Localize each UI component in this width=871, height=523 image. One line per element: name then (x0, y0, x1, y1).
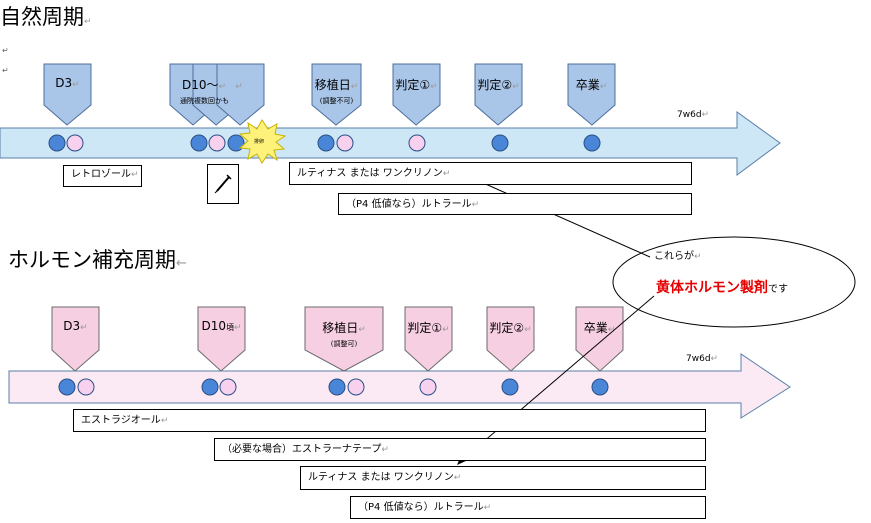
tag-graduation: 卒業↵ (575, 78, 608, 92)
tag-graduation-hormone: 卒業↵ (583, 321, 616, 335)
dot-blue (58, 378, 76, 396)
dot-pink (77, 378, 95, 396)
timeline-arrow-natural (0, 111, 781, 176)
tag-judge2: 判定②↵ (477, 78, 520, 92)
tag-shape-d3-2 (51, 306, 100, 372)
tag-transfer-day-hormone: 移植日↵ (調整可) (322, 321, 366, 348)
callout-line1: これらが↵ (654, 251, 702, 262)
dot-blue (317, 134, 335, 152)
tag-d3-hormone: D3↵ (63, 319, 88, 333)
tag-shape-d10-2 (197, 306, 246, 372)
dot-blue (227, 134, 245, 152)
callout-ellipse (612, 236, 856, 328)
dot-pink (408, 134, 426, 152)
dot-pink (419, 378, 437, 396)
tag-transfer-day: 移植日↵ (調整不可) (314, 78, 359, 105)
med-box-estrana-tape: （必要な場合）エストラーナテープ↵ (214, 438, 706, 461)
tag-judge2-hormone: 判定②↵ (489, 321, 532, 335)
med-box-letrozole: レトロゾール↵ (63, 165, 142, 187)
med-box-estradiol: エストラジオール↵ (73, 409, 706, 432)
dot-blue (583, 134, 601, 152)
dot-blue (190, 134, 208, 152)
duration-label: 7w6d↵ (677, 110, 710, 120)
tag-d10-hormone: D10頃↵ (201, 319, 242, 333)
section-title-natural-cycle: 自然周期↵ (0, 5, 92, 29)
callout-emphasis: 黄体ホルモン製剤 (656, 280, 768, 296)
dot-pink (347, 378, 365, 396)
tag-d10: D10～↵↵ 通院複数回かも (180, 78, 243, 105)
burst-label: 排卵 (254, 139, 265, 145)
syringe-icon (214, 174, 232, 194)
dot-blue (328, 378, 346, 396)
section-title-hormone-cycle: ホルモン補充周期← (8, 248, 187, 272)
dot-pink (66, 134, 84, 152)
dot-pink (336, 134, 354, 152)
tag-shape-judge1 (392, 63, 441, 126)
dot-blue (501, 378, 519, 396)
tag-d3: D3↵ (55, 76, 80, 90)
tag-judge1: 判定①↵ (395, 78, 438, 92)
ovulation-burst-icon (238, 119, 287, 164)
dot-pink (208, 134, 226, 152)
tag-shape-judge2-2 (486, 306, 535, 372)
med-box-lutinus: ルティナス または ワンクリノン↵ (289, 162, 692, 185)
tag-shape-d10c (216, 63, 265, 126)
tag-shape-graduation (567, 63, 616, 126)
med-box-lutoral-hormone: （P4 低値なら）ルトラール↵ (350, 496, 706, 519)
paragraph-mark: ↵ (2, 66, 9, 75)
med-box-lutoral: （P4 低値なら）ルトラール↵ (338, 193, 692, 215)
callout-line2: 黄体ホルモン製剤です (656, 280, 788, 296)
med-box-lutinus-hormone: ルティナス または ワンクリノン↵ (300, 466, 706, 490)
paragraph-mark: ↵ (2, 46, 9, 55)
callout-connector-up (471, 177, 651, 258)
timeline-arrow-hormone (8, 353, 791, 419)
dot-pink (219, 378, 237, 396)
dot-blue (491, 134, 509, 152)
tag-shape-judge1-2 (404, 306, 453, 372)
tag-shape-graduation-2 (575, 306, 624, 372)
dot-blue (201, 378, 219, 396)
tag-shape-transfer (311, 63, 362, 126)
duration-label-hormone: 7w6d↵ (686, 354, 719, 364)
dot-blue (48, 134, 66, 152)
tag-shape-d3 (43, 63, 92, 126)
tag-shape-transfer-2 (304, 306, 384, 372)
callout-connector-down (461, 295, 655, 461)
tag-shape-judge2 (474, 63, 523, 126)
tag-judge1-hormone: 判定①↵ (407, 321, 450, 335)
dot-blue (591, 378, 609, 396)
syringe-box (207, 164, 239, 204)
